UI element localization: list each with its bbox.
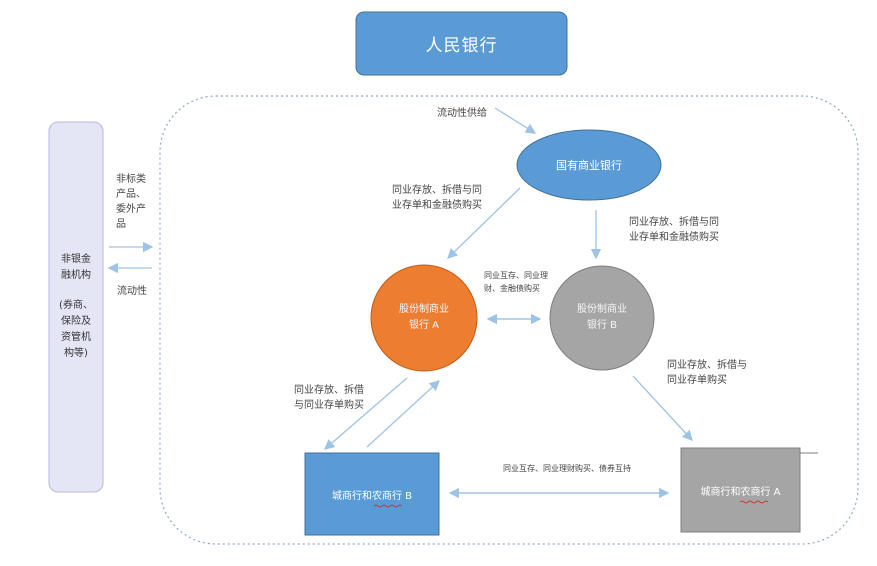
nonbank-label-line: (券商、 (59, 300, 93, 311)
pboc-node (355, 11, 568, 76)
edge-label-line: 同业互存、同业理 (484, 271, 548, 280)
arrow-pboc-to-state (494, 107, 537, 134)
edge-label-to-joint-a: 同业存放、拆借与同 业存单和金融债购买 (392, 183, 482, 213)
edge-label-line: 同业存单购买 (667, 375, 727, 386)
edge-label-line: 与同业存单购买 (294, 400, 364, 411)
nonbank-label-line: 非银金 (61, 254, 91, 265)
nonbank-label-line: 构等) (64, 348, 88, 359)
arrow-joint-b-to-city-a (632, 375, 693, 441)
state-bank-node (516, 129, 662, 201)
edge-label-between-joint: 同业互存、同业理 财、金融债购买 (484, 269, 548, 295)
edge-label-to-joint-b: 同业存放、拆借与同 业存单和金融债购买 (629, 215, 719, 245)
city-bank-a-node (680, 447, 801, 533)
edge-label-line: 委外产 (116, 204, 146, 215)
nonbank-label: 非银金 融机构 (券商、 保险及 资管机 构等) (49, 122, 103, 492)
nonbank-label-line: 保险及 (61, 316, 91, 327)
joint-bank-a-label-line: 股份制商业 (399, 304, 449, 315)
edge-label-to-city-b: 同业存放、拆借 与同业存单购买 (294, 383, 364, 413)
joint-bank-a-node (370, 264, 478, 372)
edge-label-between-city: 同业互存、同业理财购买、债券互持 (503, 464, 631, 473)
arrow-state-to-joint-a (447, 187, 521, 259)
joint-bank-a-label: 股份制商业 银行 A (371, 265, 477, 371)
edge-label-line: 非标类 (116, 174, 146, 185)
edge-label-line: 业存单和金融债购买 (629, 232, 719, 243)
edge-label-line: 同业存放、拆借与同 (629, 217, 719, 228)
arrow-joint-a-to-city-b (324, 377, 408, 450)
state-bank-label: 国有商业银行 (556, 159, 622, 172)
spellcheck-squiggle (739, 500, 769, 504)
joint-bank-b-node (549, 265, 655, 371)
nonbank-node (48, 121, 104, 493)
city-bank-a-label: 城商行和农商行 A (700, 486, 781, 498)
edge-label-line: 同业存放、拆借与 (667, 360, 747, 371)
pboc-label: 人民银行 (425, 36, 498, 56)
joint-bank-b-label-line: 银行 B (586, 320, 618, 331)
joint-bank-b-label: 股份制商业 银行 B (550, 266, 654, 370)
nonbank-label-line: 资管机 (61, 332, 91, 343)
arrow-city-b-to-joint-a (366, 380, 440, 448)
edge-label-liquidity-supply: 流动性供给 (437, 108, 487, 119)
edge-label-line: 业存单和金融债购买 (392, 200, 482, 211)
edge-label-line: 品 (116, 219, 126, 230)
nonbank-label-line: 融机构 (61, 270, 91, 281)
edge-label-line: 财、金融债购买 (484, 284, 540, 293)
edge-label-nonbank-liquidity: 流动性 (117, 286, 147, 297)
edge-label-line: 同业存放、拆借与同 (392, 185, 482, 196)
city-bank-b-label: 城商行和农商行 B (331, 490, 413, 502)
edge-label-nonbank-products: 非标类 产品、 委外产 品 (116, 172, 146, 232)
edge-label-line: 产品、 (116, 189, 146, 200)
spellcheck-squiggle (373, 504, 403, 508)
edge-label-to-city-a: 同业存放、拆借与 同业存单购买 (667, 358, 747, 388)
banking-system-boundary (159, 95, 859, 545)
edge-label-line: 同业存放、拆借 (294, 385, 364, 396)
joint-bank-a-label-line: 银行 A (408, 320, 440, 331)
city-bank-b-node (304, 452, 440, 536)
joint-bank-b-label-line: 股份制商业 (577, 304, 627, 315)
